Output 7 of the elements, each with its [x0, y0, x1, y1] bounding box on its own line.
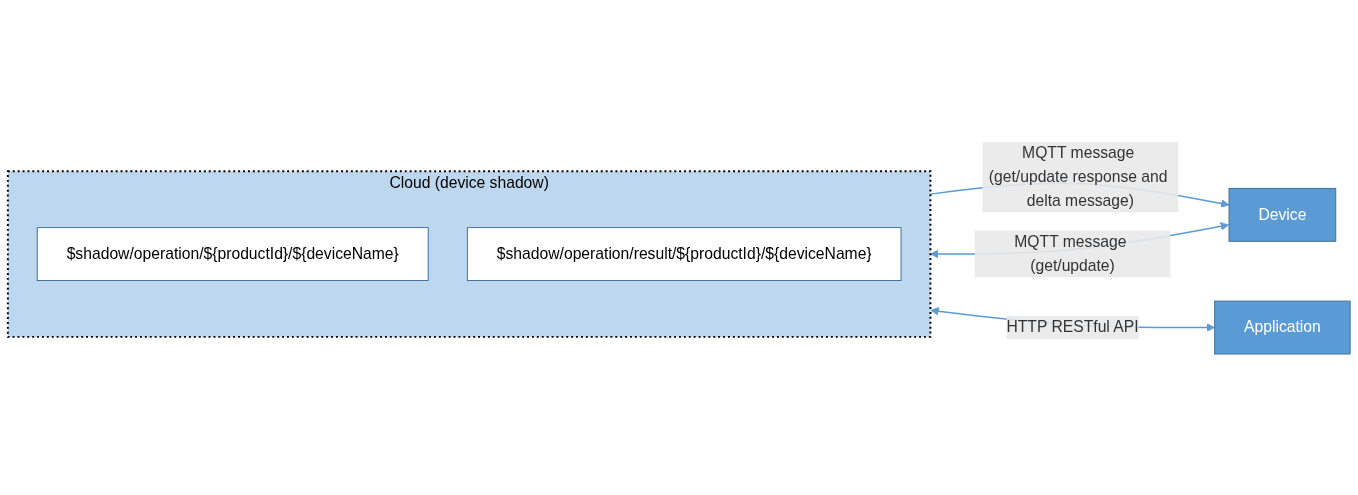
edge-label: MQTT message (get/update): [1014, 233, 1127, 274]
node-box: Application: [1214, 300, 1351, 355]
node-box: $shadow/operation/${productId}/${deviceName}: [36, 226, 429, 281]
node-box: Device: [1228, 187, 1337, 242]
edge-label: HTTP RESTful API: [1006, 318, 1139, 335]
node-box: $shadow/operation/result/${productId}/${deviceName}: [466, 226, 902, 281]
edge-label: MQTT message (get/update response and delta message): [988, 144, 1168, 209]
